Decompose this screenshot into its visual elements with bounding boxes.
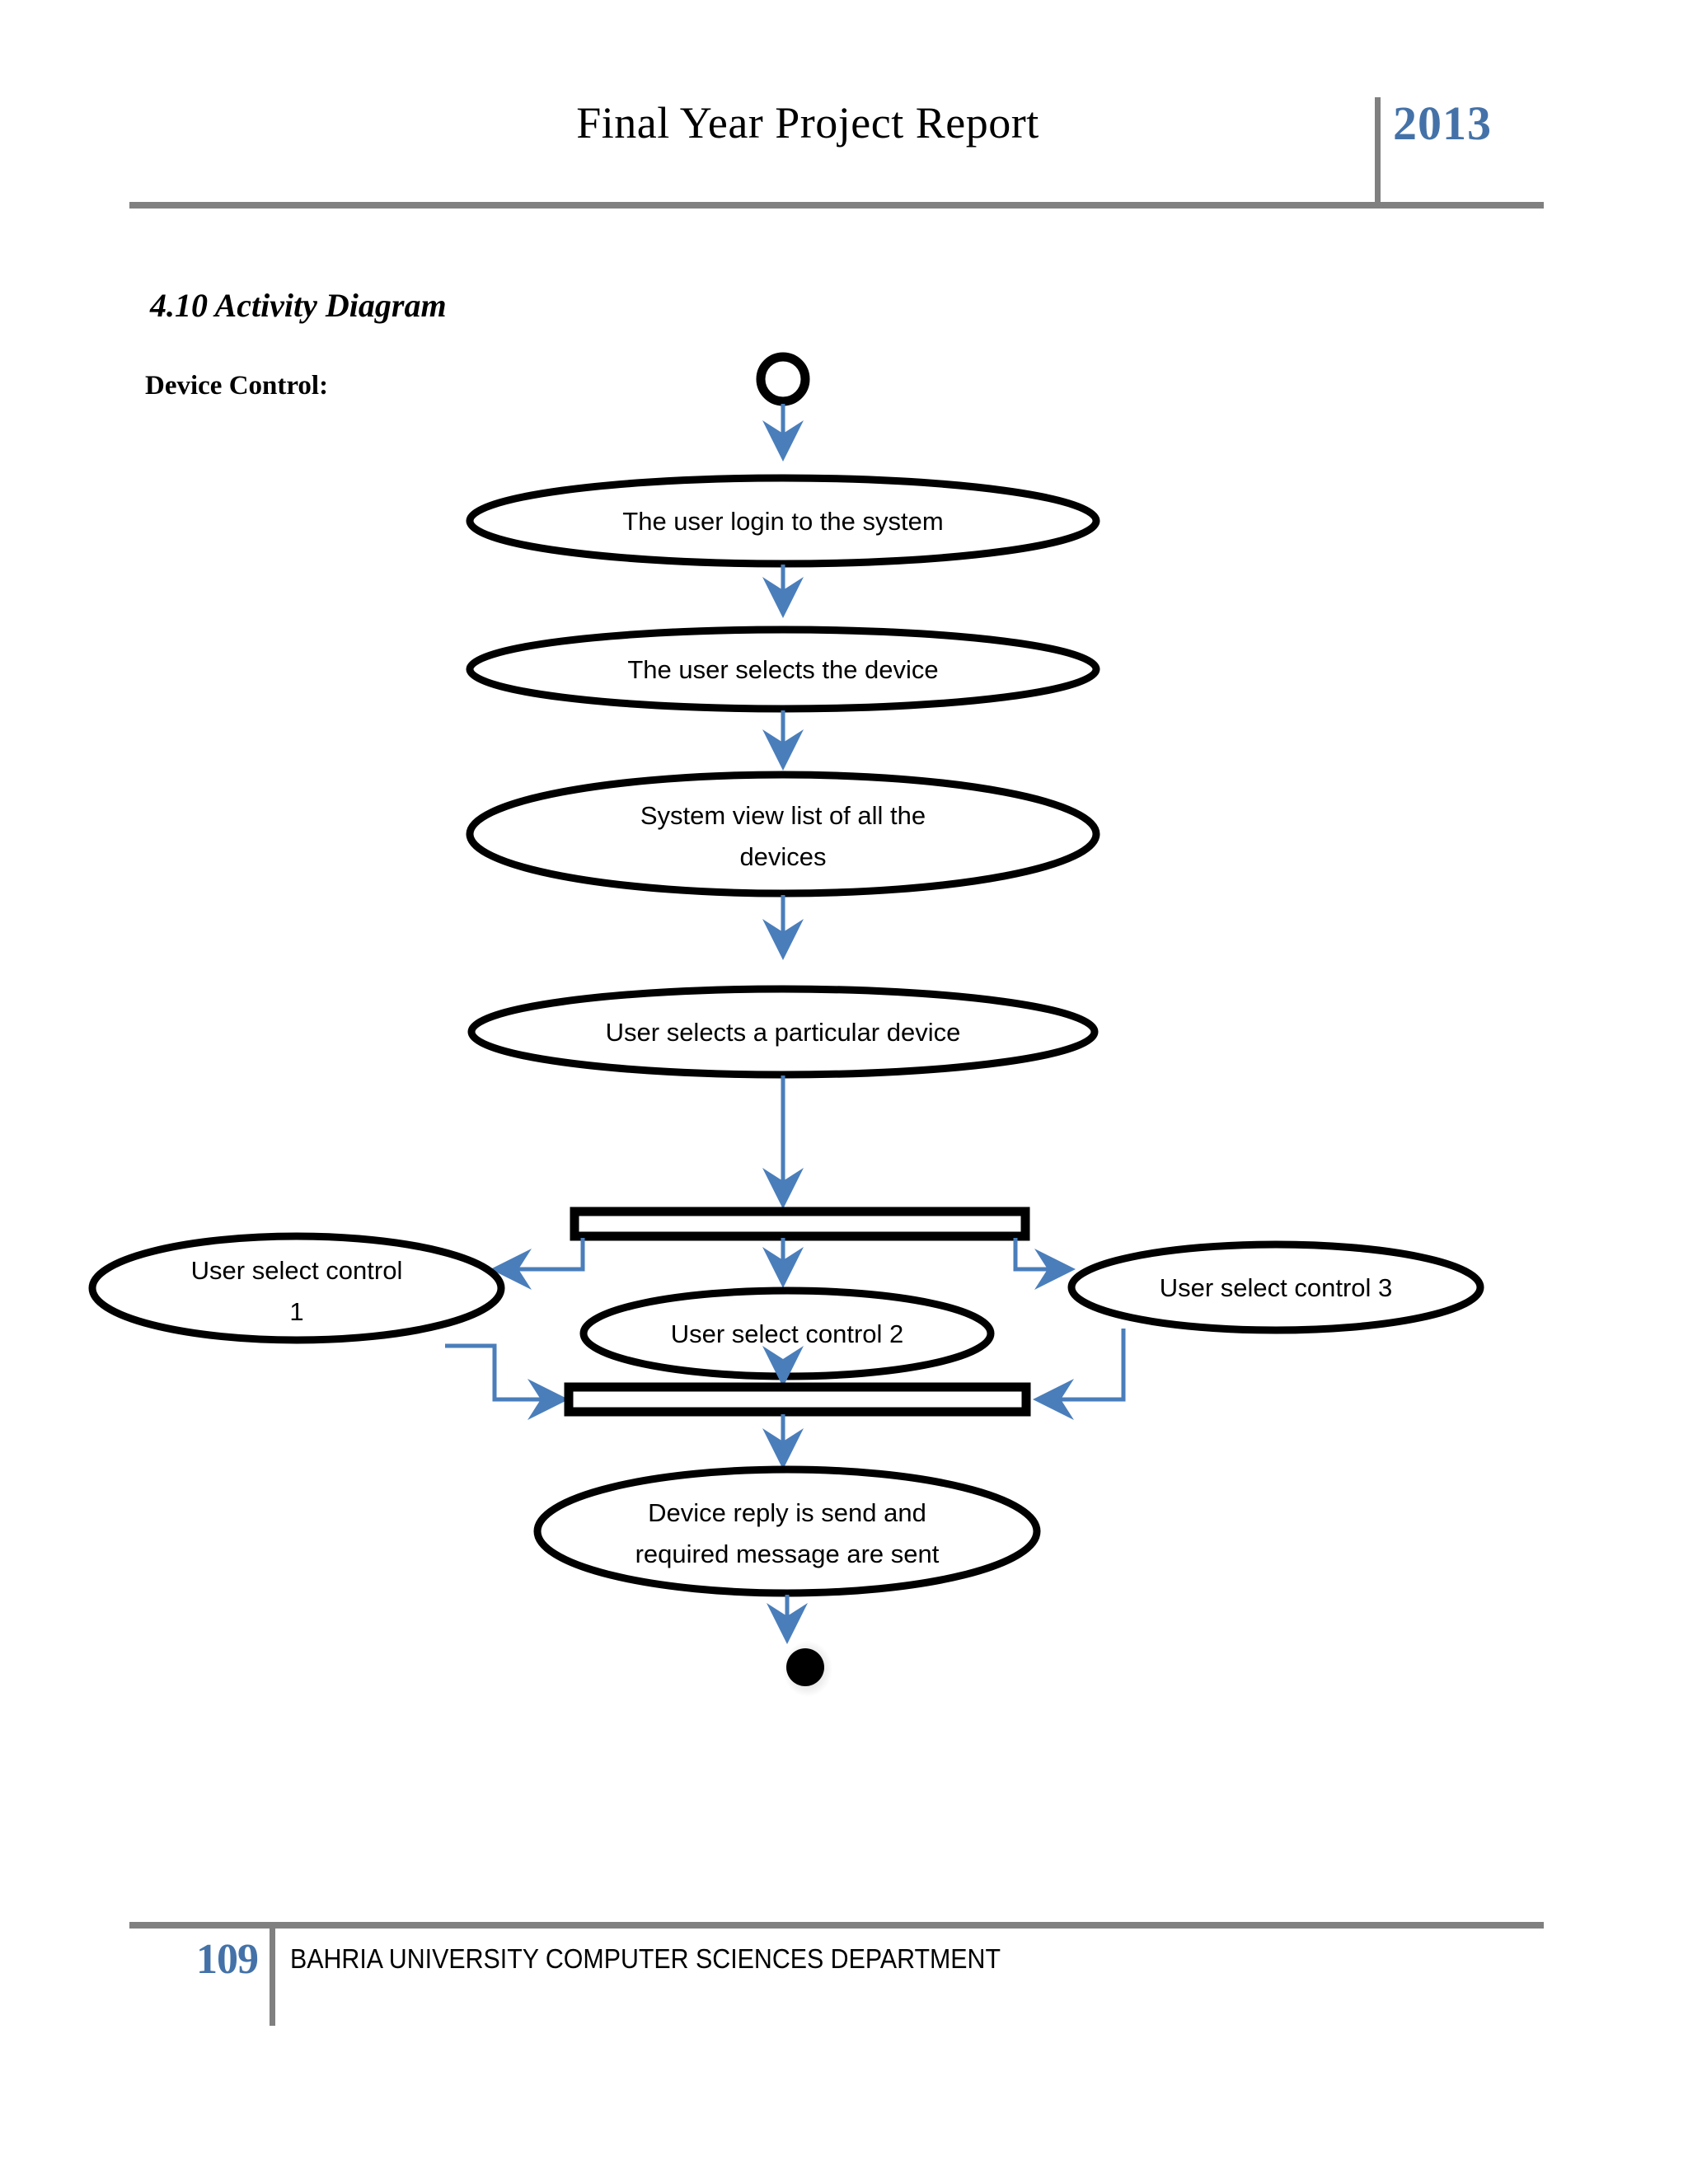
activity-node-select-device	[466, 626, 1100, 713]
activity-node-login-label: The user login to the system	[622, 507, 943, 536]
join-bar	[564, 1382, 1031, 1417]
activity-node-view-list-label-line2: devices	[739, 842, 826, 871]
page-footer: 109 BAHRIA UNIVERSITY COMPUTER SCIENCES …	[0, 1887, 1688, 2085]
activity-node-control-1-label-line2: 1	[289, 1297, 303, 1326]
subsection-heading: Device Control:	[145, 371, 329, 401]
activity-node-select-particular-device	[467, 985, 1099, 1079]
activity-node-view-list-label-line1: System view list of all the	[640, 801, 926, 830]
activity-diagram: The user login to the system The user se…	[0, 330, 1688, 1813]
footer-vertical-divider	[270, 1925, 275, 2026]
flow-arrow-fork-to-branch3	[1013, 1238, 1076, 1290]
footer-horizontal-rule	[129, 1922, 1544, 1929]
page-title: Final Year Project Report	[576, 98, 1039, 148]
footer-department-text: BAHRIA UNIVERSITY COMPUTER SCIENCES DEPA…	[290, 1943, 1001, 1974]
header-vertical-divider	[1375, 97, 1381, 204]
fork-bar	[570, 1207, 1030, 1241]
header-horizontal-rule	[129, 202, 1544, 209]
activity-node-control-3-label: User select control 3	[1160, 1273, 1393, 1302]
page-header: Final Year Project Report 2013	[0, 0, 1688, 223]
activity-node-control-3	[1067, 1240, 1484, 1334]
activity-node-select-particular-device-label: User selects a particular device	[606, 1018, 961, 1047]
page-number: 109	[196, 1936, 259, 1983]
activity-node-device-reply-label-line2: required message are sent	[635, 1540, 940, 1568]
header-year: 2013	[1393, 96, 1492, 150]
activity-node-login	[466, 474, 1100, 568]
activity-node-control-1	[88, 1232, 505, 1344]
section-heading: 4.10 Activity Diagram	[150, 287, 447, 324]
activity-node-control-1-label-line1: User select control	[191, 1256, 403, 1285]
flow-arrow-branch3-to-join	[1033, 1329, 1126, 1420]
flow-arrow-branch1-to-join	[445, 1343, 569, 1420]
activity-node-view-list	[466, 771, 1100, 898]
activity-node-device-reply	[533, 1465, 1041, 1597]
flow-arrow-fork-to-branch1	[490, 1238, 585, 1290]
activity-node-device-reply-label-line1: Device reply is send and	[648, 1498, 926, 1527]
activity-node-control-2-label: User select control 2	[671, 1319, 904, 1348]
activity-node-select-device-label: The user selects the device	[627, 655, 938, 684]
start-node	[756, 352, 810, 406]
end-node	[786, 1648, 824, 1686]
